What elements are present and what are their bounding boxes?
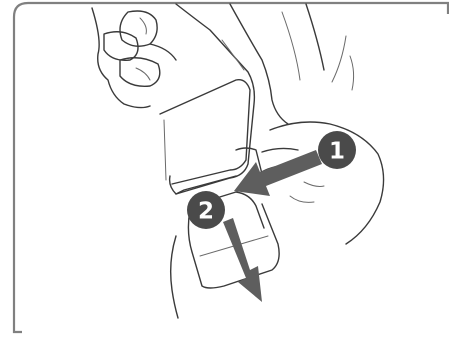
step-2-marker: 2 [187, 191, 225, 229]
step-1-arrow [234, 150, 322, 196]
step-2-arrow [223, 218, 262, 302]
step-1-number: 1 [329, 139, 345, 165]
device-drawing [160, 4, 254, 194]
step-1-marker: 1 [318, 131, 356, 169]
left-hand-drawing [92, 8, 176, 108]
step-2-number: 2 [198, 199, 214, 225]
